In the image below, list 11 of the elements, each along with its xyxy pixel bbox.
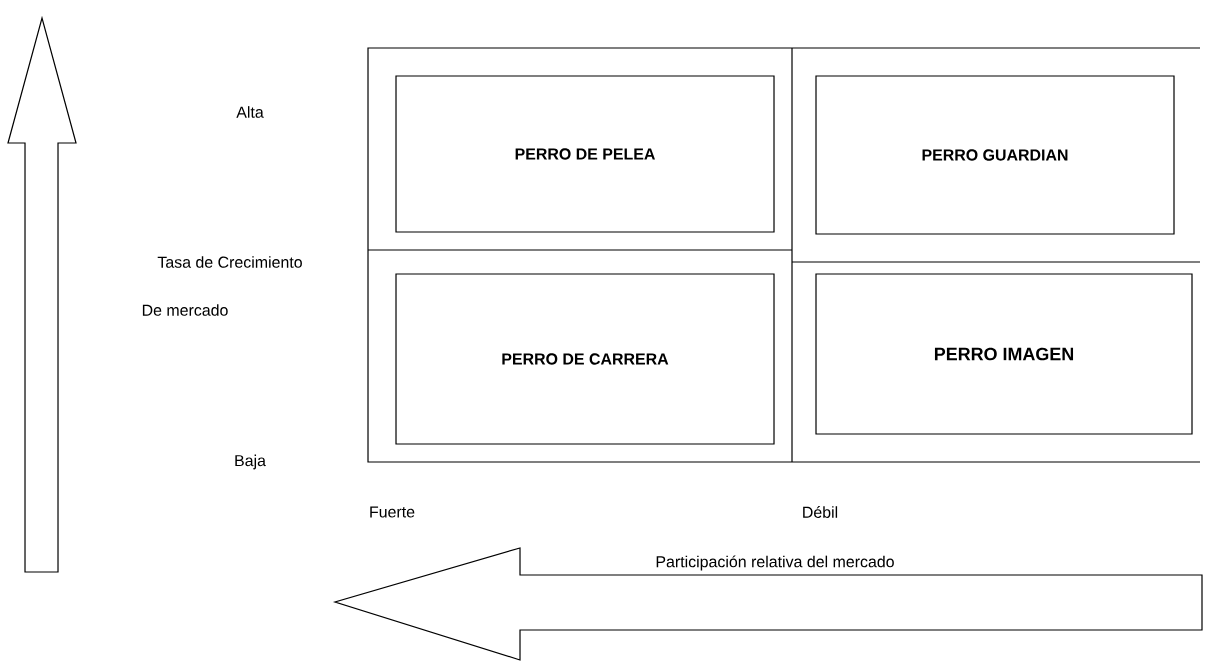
quadrant-box: PERRO DE CARRERA [395,273,775,445]
axis-label: Tasa de Crecimiento [157,256,302,268]
axis-label: Baja [235,454,266,470]
quadrant-box: PERRO DE PELEA [395,75,775,233]
axis-label: Fuerte [370,506,415,518]
quadrant-box: PERRO IMAGEN [815,273,1193,435]
axis-label: Alta [236,106,264,118]
axis-label: Participación relativa del mercado [656,555,894,571]
quadrant-box: PERRO GUARDIAN [815,75,1175,235]
axis-label: Débil [803,506,838,518]
axis-label: De mercado [142,304,228,316]
